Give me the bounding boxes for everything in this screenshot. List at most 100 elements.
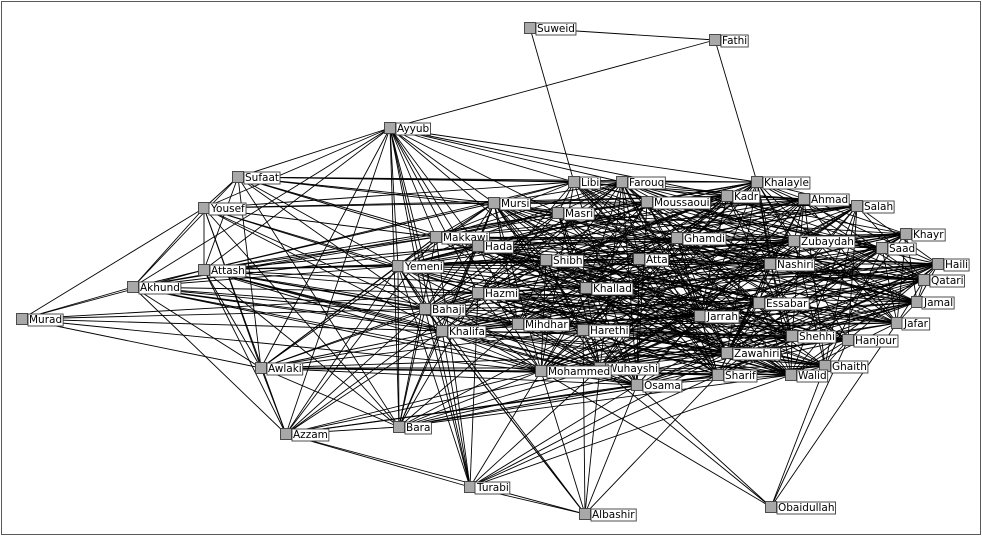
node-moussaoui[interactable]: Moussaoui (641, 196, 711, 210)
node-hanjour[interactable]: Hanjour (842, 334, 899, 348)
node-marker[interactable] (641, 196, 653, 208)
node-marker[interactable] (786, 330, 798, 342)
node-yemeni[interactable]: Yemeni (392, 260, 445, 274)
node-marker[interactable] (280, 428, 292, 440)
node-jafar[interactable]: Jafar (891, 317, 931, 331)
node-albashir[interactable]: Albashir (579, 508, 637, 522)
node-atta[interactable]: Atta (633, 253, 670, 267)
node-shibh[interactable]: Shibh (540, 254, 585, 268)
node-turabi[interactable]: Turabi (464, 481, 511, 495)
node-marker[interactable] (671, 232, 683, 244)
node-marker[interactable] (798, 193, 810, 205)
node-marker[interactable] (255, 362, 267, 374)
node-qatari[interactable]: Qatari (918, 274, 965, 288)
node-marker[interactable] (764, 258, 776, 270)
node-hazmi[interactable]: Hazmi (472, 287, 520, 301)
node-marker[interactable] (709, 34, 721, 46)
node-bahaji[interactable]: Bahaji (419, 303, 467, 317)
node-bara[interactable]: Bara (393, 421, 432, 435)
node-ghaith[interactable]: Ghaith (819, 360, 869, 374)
node-khalifa[interactable]: Khalifa (436, 325, 487, 339)
node-marker[interactable] (577, 324, 589, 336)
node-marker[interactable] (580, 282, 592, 294)
node-marker[interactable] (472, 287, 484, 299)
node-marker[interactable] (436, 325, 448, 337)
node-jamal[interactable]: Jamal (911, 296, 955, 310)
node-marker[interactable] (579, 508, 591, 520)
node-farouq[interactable]: Farouq (616, 176, 666, 190)
node-marker[interactable] (540, 254, 552, 266)
node-masri[interactable]: Masri (552, 207, 595, 221)
node-sufaat[interactable]: Sufaat (232, 171, 281, 185)
node-mursi[interactable]: Mursi (488, 197, 531, 211)
node-harethi[interactable]: Harethi (577, 324, 631, 338)
node-kadr[interactable]: Kadr (721, 190, 761, 204)
node-marker[interactable] (472, 240, 484, 252)
node-marker[interactable] (232, 171, 244, 183)
node-saad[interactable]: Saad (876, 242, 917, 256)
node-marker[interactable] (891, 317, 903, 329)
node-marker[interactable] (430, 231, 442, 243)
node-marker[interactable] (16, 313, 28, 325)
node-mihdhar[interactable]: Mihdhar (512, 318, 570, 332)
node-marker[interactable] (721, 347, 733, 359)
node-marker[interactable] (535, 365, 547, 377)
node-ahmad[interactable]: Ahmad (798, 193, 850, 207)
node-murad[interactable]: Murad (16, 313, 64, 327)
node-zubaydah[interactable]: Zubaydah (788, 235, 856, 249)
node-marker[interactable] (198, 202, 210, 214)
node-marker[interactable] (633, 253, 645, 265)
node-osama[interactable]: Osama (631, 379, 683, 393)
node-marker[interactable] (198, 264, 210, 276)
node-hada[interactable]: Hada (472, 240, 514, 254)
node-marker[interactable] (694, 310, 706, 322)
node-marker[interactable] (851, 200, 863, 212)
node-marker[interactable] (876, 242, 888, 254)
node-salah[interactable]: Salah (851, 200, 895, 214)
node-zawahiri[interactable]: Zawahiri (721, 347, 781, 361)
node-essabar[interactable]: Essabar (753, 297, 810, 311)
node-marker[interactable] (419, 303, 431, 315)
node-marker[interactable] (464, 481, 476, 493)
node-marker[interactable] (568, 176, 580, 188)
node-shehhi[interactable]: Shehhi (786, 330, 837, 344)
node-marker[interactable] (488, 197, 500, 209)
node-marker[interactable] (616, 176, 628, 188)
node-marker[interactable] (788, 235, 800, 247)
node-marker[interactable] (127, 281, 139, 293)
node-marker[interactable] (932, 258, 944, 270)
node-marker[interactable] (631, 379, 643, 391)
node-marker[interactable] (751, 176, 763, 188)
node-suweid[interactable]: Suweid (524, 22, 577, 36)
node-mohammed[interactable]: Mohammed (535, 365, 612, 379)
node-ghamdi[interactable]: Ghamdi (671, 232, 727, 246)
node-marker[interactable] (721, 190, 733, 202)
node-marker[interactable] (842, 334, 854, 346)
node-marker[interactable] (524, 22, 536, 34)
node-marker[interactable] (765, 501, 777, 513)
node-khayr[interactable]: Khayr (900, 228, 946, 242)
node-akhund[interactable]: Akhund (127, 281, 182, 295)
node-khallad[interactable]: Khallad (580, 282, 634, 296)
node-marker[interactable] (785, 369, 797, 381)
node-haili[interactable]: Haili (932, 258, 970, 272)
node-marker[interactable] (753, 297, 765, 309)
node-yousef[interactable]: Yousef (198, 202, 247, 216)
node-awlaki[interactable]: Awlaki (255, 362, 304, 376)
node-marker[interactable] (512, 318, 524, 330)
node-marker[interactable] (393, 421, 405, 433)
node-khalayle[interactable]: Khalayle (751, 176, 811, 190)
node-marker[interactable] (552, 207, 564, 219)
node-marker[interactable] (712, 369, 724, 381)
node-marker[interactable] (392, 260, 404, 272)
node-marker[interactable] (918, 274, 930, 286)
node-walid[interactable]: Walid (785, 369, 829, 383)
node-azzam[interactable]: Azzam (280, 428, 330, 442)
node-marker[interactable] (911, 296, 923, 308)
node-attash[interactable]: Attash (198, 264, 247, 278)
node-jarrah[interactable]: Jarrah (694, 310, 740, 324)
node-obaidullah[interactable]: Obaidullah (765, 501, 836, 515)
node-ayyub[interactable]: Ayyub (384, 122, 432, 136)
node-fathi[interactable]: Fathi (709, 34, 749, 48)
node-nashiri[interactable]: Nashiri (764, 258, 816, 272)
